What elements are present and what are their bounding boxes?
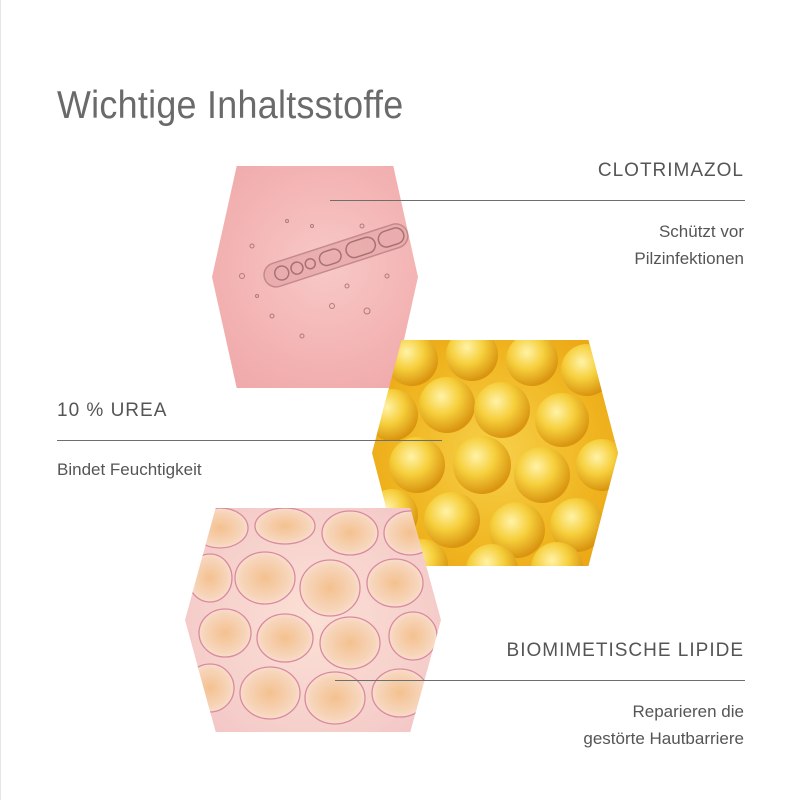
desc-line: Reparieren die: [632, 702, 744, 721]
page-title: Wichtige Inhaltsstoffe: [57, 84, 404, 127]
desc-line: Bindet Feuchtigkeit: [57, 460, 202, 479]
ingredient-desc-clotrimazol: Schützt vor Pilzinfektionen: [634, 218, 744, 272]
connector-line-urea: [57, 440, 442, 441]
connector-line-lipide: [335, 680, 745, 681]
ingredient-name-urea: 10 % UREA: [57, 400, 168, 421]
connector-line-clotrimazol: [330, 200, 745, 201]
clotrimazol-image: [212, 166, 418, 388]
desc-line: gestörte Hautbarriere: [583, 729, 744, 748]
ingredient-desc-lipide: Reparieren die gestörte Hautbarriere: [583, 698, 744, 752]
desc-line: Schützt vor: [658, 222, 744, 241]
lipid-image: [185, 508, 441, 732]
ingredient-name-lipide: BIOMIMETISCHE LIPIDE: [506, 640, 744, 661]
ingredient-name-clotrimazol: CLOTRIMAZOL: [597, 160, 744, 181]
ingredient-desc-urea: Bindet Feuchtigkeit: [57, 456, 202, 483]
desc-line: Pilzinfektionen: [634, 249, 744, 268]
